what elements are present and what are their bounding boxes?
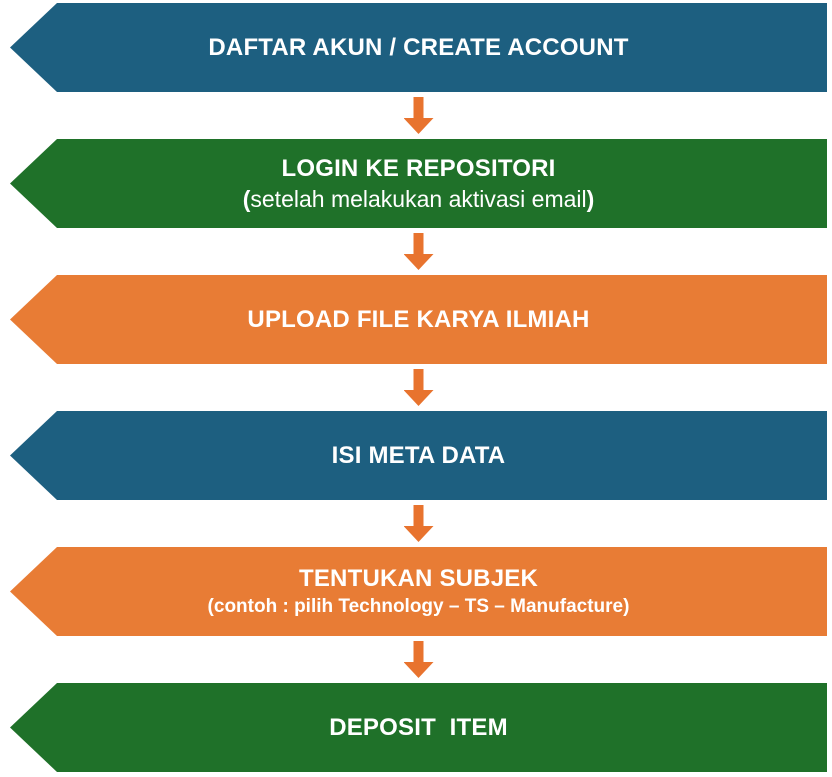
arrow-gap xyxy=(10,228,827,275)
step-deposit-item: DEPOSIT ITEM xyxy=(10,683,827,772)
step-tentukan-subjek: TENTUKAN SUBJEK (contoh : pilih Technolo… xyxy=(10,547,827,636)
arrow-gap xyxy=(10,500,827,547)
step-title: DAFTAR AKUN / CREATE ACCOUNT xyxy=(208,33,629,61)
step-subtitle: (setelah melakukan aktivasi email) xyxy=(243,187,595,211)
down-arrow-icon xyxy=(403,505,434,542)
arrow-gap xyxy=(10,364,827,411)
down-arrow-icon xyxy=(403,233,434,270)
step-isi-meta-data: ISI META DATA xyxy=(10,411,827,500)
down-arrow-icon xyxy=(403,97,434,134)
down-arrow-icon xyxy=(403,641,434,678)
step-title: TENTUKAN SUBJEK xyxy=(298,564,538,592)
step-login-repositori: LOGIN KE REPOSITORI (setelah melakukan a… xyxy=(10,139,827,228)
step-title: DEPOSIT ITEM xyxy=(329,713,508,741)
step-subtitle: (contoh : pilih Technology – TS – Manufa… xyxy=(207,596,630,618)
subtitle-open-paren: ( xyxy=(242,186,251,213)
subtitle-close-paren: ) xyxy=(586,186,595,213)
step-title: ISI META DATA xyxy=(331,441,506,469)
step-title: LOGIN KE REPOSITORI xyxy=(281,154,556,182)
arrow-gap xyxy=(10,92,827,139)
down-arrow-icon xyxy=(403,369,434,406)
subtitle-text: setelah melakukan aktivasi email xyxy=(250,186,587,213)
step-title: UPLOAD FILE KARYA ILMIAH xyxy=(247,305,590,333)
arrow-gap xyxy=(10,636,827,683)
step-daftar-akun: DAFTAR AKUN / CREATE ACCOUNT xyxy=(10,3,827,92)
step-upload-file: UPLOAD FILE KARYA ILMIAH xyxy=(10,275,827,364)
